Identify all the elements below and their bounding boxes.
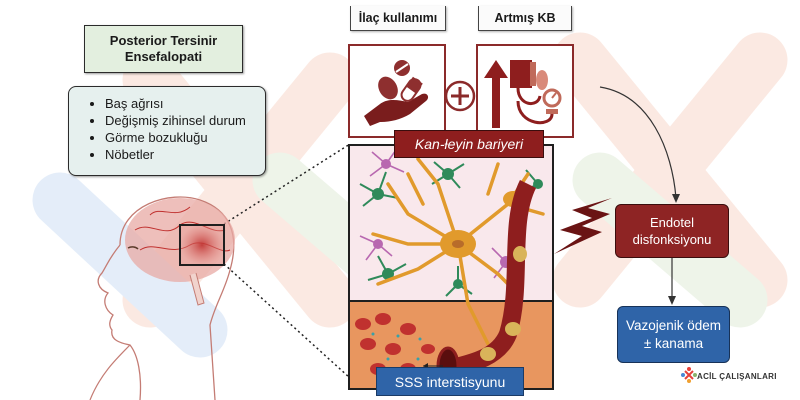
high-bp-icon-box: [476, 44, 574, 138]
endothelial-dysfunction-box: Endotel disfonksiyonu: [615, 204, 729, 258]
cns-interstitium-label: SSS interstisyunu: [376, 367, 524, 396]
symptom-item: Değişmiş zihinsel durum: [105, 112, 265, 129]
endothelial-line-1: Endotel: [649, 215, 695, 230]
head-illustration: [89, 196, 235, 400]
symptoms-box: Baş ağrısı Değişmiş zihinsel durum Görme…: [68, 86, 266, 176]
vasogenic-edema-box: Vazojenik ödem ± kanama: [617, 306, 730, 363]
vasogenic-line-2: ± kanama: [643, 335, 704, 351]
up-arrow-icon: [484, 60, 508, 128]
vasogenic-line-1: Vazojenik ödem: [625, 317, 722, 333]
title-box: Posterior Tersinir Ensefalopati: [84, 25, 243, 73]
pills-in-hand-icon: [364, 60, 429, 126]
symptom-item: Baş ağrısı: [105, 95, 265, 112]
high-bp-label: Artmış KB: [478, 6, 572, 31]
blood-brain-barrier-label: Kan-ƚeyin bariyeri: [394, 130, 544, 158]
highlight-region: [179, 224, 225, 266]
blood-brain-barrier-panel: [348, 144, 554, 390]
astrocyte-endfeet: [480, 246, 527, 361]
symptoms-list: Baş ağrısı Değişmiş zihinsel durum Görme…: [69, 95, 265, 163]
blood-pressure-cuff-icon: [484, 60, 562, 128]
symptom-item: Görme bozukluğu: [105, 129, 265, 146]
title-line-2: Ensefalopati: [124, 49, 203, 64]
lightning-bolt-icon: [554, 198, 612, 254]
logo-icon: [681, 367, 697, 383]
plus-circle-icon: [444, 80, 476, 112]
title-line-1: Posterior Tersinir: [109, 33, 218, 48]
symptom-item: Nöbetler: [105, 146, 265, 163]
microglia-bodies: [372, 168, 543, 289]
drug-use-label: İlaç kullanımı: [350, 6, 446, 31]
arrow-to-endothelial: [599, 86, 677, 199]
endothelial-line-2: disfonksiyonu: [632, 232, 712, 247]
logo-brand: ACİL ÇALIŞANLARI: [697, 372, 777, 381]
